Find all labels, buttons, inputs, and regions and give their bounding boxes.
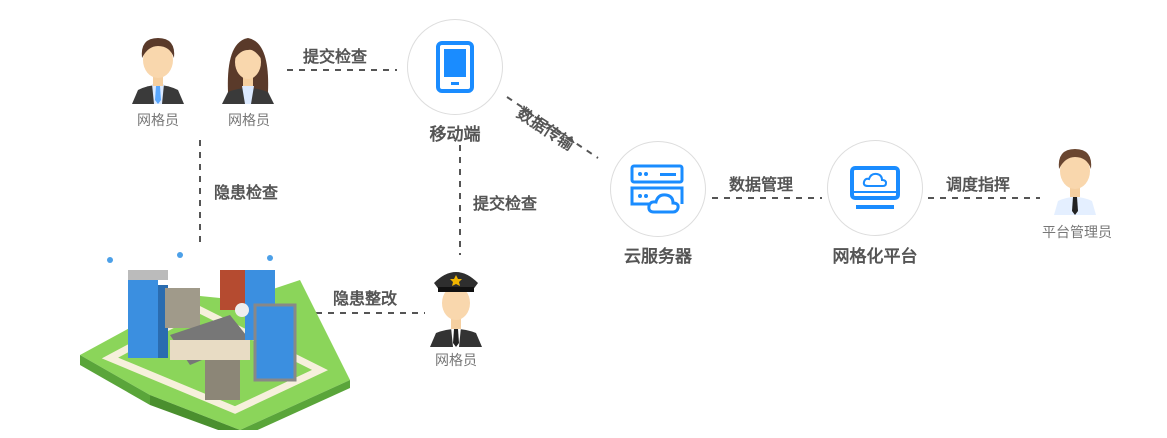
grid-member-label: 网格员 <box>435 353 477 369</box>
police-grid-member-icon <box>430 272 482 347</box>
platform-admin-icon <box>1054 149 1096 215</box>
edge-label-submit-check: 提交检查 <box>303 47 368 66</box>
cloud-server-node <box>610 141 706 237</box>
edge-label-submit-check: 提交检查 <box>473 194 538 213</box>
grid-member-label: 网格员 <box>137 113 179 129</box>
node-label-grid-platform: 网格化平台 <box>832 247 918 267</box>
edge-label-data-management: 数据管理 <box>729 175 794 194</box>
smart-city-illustration <box>80 252 350 430</box>
node-label-cloud-server: 云服务器 <box>624 247 692 267</box>
monitor-cloud-icon <box>850 166 900 209</box>
node-label-mobile: 移动端 <box>429 125 481 145</box>
grid-platform-node <box>827 140 923 236</box>
male-grid-member-icon <box>132 38 184 104</box>
mobile-node <box>407 19 503 115</box>
mobile-phone-icon <box>436 41 474 93</box>
edge-label-hazard-rectify: 隐患整改 <box>333 289 398 308</box>
platform-admin-label: 平台管理员 <box>1042 225 1112 241</box>
grid-member-label: 网格员 <box>228 113 270 129</box>
edge-label-hazard-check: 隐患检查 <box>214 183 279 202</box>
edge-label-dispatch-command: 调度指挥 <box>946 175 1011 194</box>
female-grid-member-icon <box>222 38 274 104</box>
cloud-server-icon <box>630 164 684 214</box>
